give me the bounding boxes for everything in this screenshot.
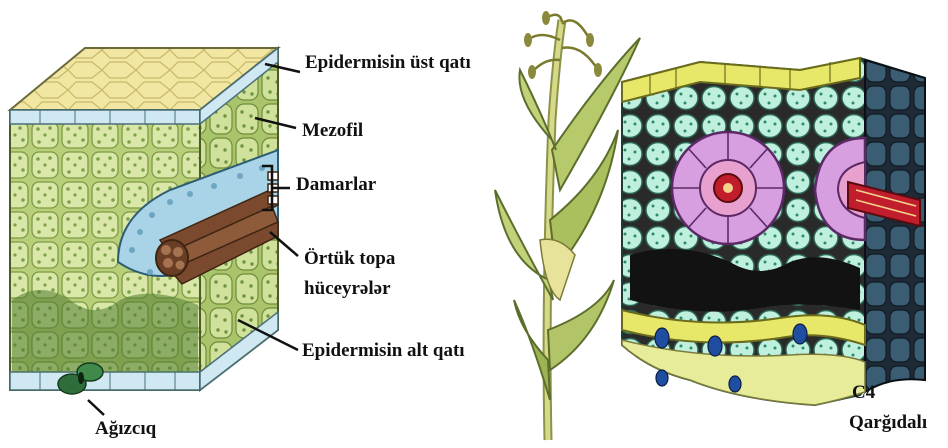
label-lower-epidermis: Epidermisin alt qatı — [302, 340, 465, 362]
label-bundle-sheath-line1: Örtük topa — [304, 248, 395, 270]
lower-epidermis-front — [10, 372, 200, 390]
label-stoma: Ağızcıq — [95, 418, 156, 440]
label-veins: Damarlar — [296, 174, 376, 196]
label-maize: Qarğıdalı — [849, 412, 927, 434]
label-upper-epidermis: Epidermisin üst qatı — [305, 52, 471, 74]
c4-cross-section — [622, 58, 925, 405]
c4-bundle-sheath-1 — [672, 132, 784, 244]
upper-epidermis-front — [10, 110, 200, 124]
maize-plant-illustration — [495, 11, 640, 440]
label-mesophyll: Mezofil — [302, 120, 363, 142]
label-bundle-sheath-line2: hüceyrələr — [304, 278, 391, 300]
label-c4-type: C4 — [852, 382, 875, 404]
leaf-block-diagram — [10, 48, 278, 394]
